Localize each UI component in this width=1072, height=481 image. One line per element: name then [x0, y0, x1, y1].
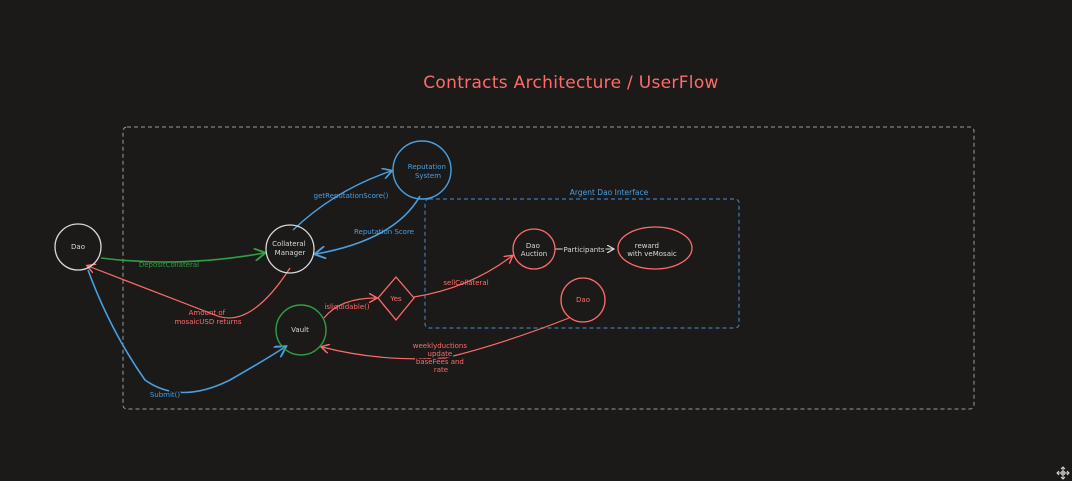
node-dao-left[interactable]: Dao [54, 223, 102, 271]
node-yes-decision[interactable]: Yes [377, 276, 415, 321]
node-reward-label: reward with veMosaic [627, 242, 677, 258]
edge-label-mosaic-returns: Amount of mosaicUSD returns [174, 309, 241, 326]
outer-boundary [122, 126, 975, 410]
node-dao-right-label: Dao [576, 296, 590, 304]
edge-label-deposit-collateral: DepositCollateral [139, 261, 199, 269]
edge-reputation-score [316, 195, 421, 254]
edge-is-liquidable [323, 298, 376, 319]
move-icon[interactable] [1056, 466, 1070, 480]
edge-label-participants: Participants [563, 246, 604, 254]
node-dao-auction-label: Dao Auction [521, 242, 547, 258]
page-title: Contracts Architecture / UserFlow [423, 73, 718, 93]
edge-label-weekly-auctions: weeklyductions update baseFees and rate [413, 342, 470, 374]
node-vault-label: Vault [291, 326, 309, 334]
node-vault[interactable]: Vault [275, 304, 327, 356]
edge-label-reputation-score: Reputation Score [354, 228, 414, 236]
argent-dao-interface-label: Argent Dao Interface [570, 188, 649, 197]
edge-label-submit: Submit() [150, 391, 181, 399]
node-dao-auction[interactable]: Dao Auction [512, 228, 556, 270]
edge-mosaic-returns [88, 266, 291, 319]
edge-weekly-auctions [322, 317, 570, 360]
edge-sell-collateral [413, 256, 512, 298]
node-reward[interactable]: reward with veMosaic [617, 226, 693, 270]
edge-label-is-liquidable: isliquidable() [324, 303, 369, 311]
node-reputation-system[interactable]: Reputation System [392, 140, 452, 200]
edge-label-get-reputation-score: getReputationScore() [314, 192, 389, 200]
node-yes-label: Yes [389, 295, 402, 303]
node-dao-right[interactable]: Dao [560, 277, 606, 323]
edge-submit [87, 269, 285, 394]
node-reputation-system-label: Reputation System [408, 163, 448, 180]
edge-deposit-collateral [100, 253, 264, 263]
edge-get-reputation-score [292, 171, 391, 231]
node-collateral-manager-label: Collateral Manager [272, 240, 308, 257]
node-dao-left-label: Dao [71, 243, 85, 251]
edge-label-sell-collateral: sellCollateral [443, 279, 488, 287]
argent-dao-interface-region [424, 198, 740, 329]
node-collateral-manager[interactable]: Collateral Manager [265, 224, 315, 274]
